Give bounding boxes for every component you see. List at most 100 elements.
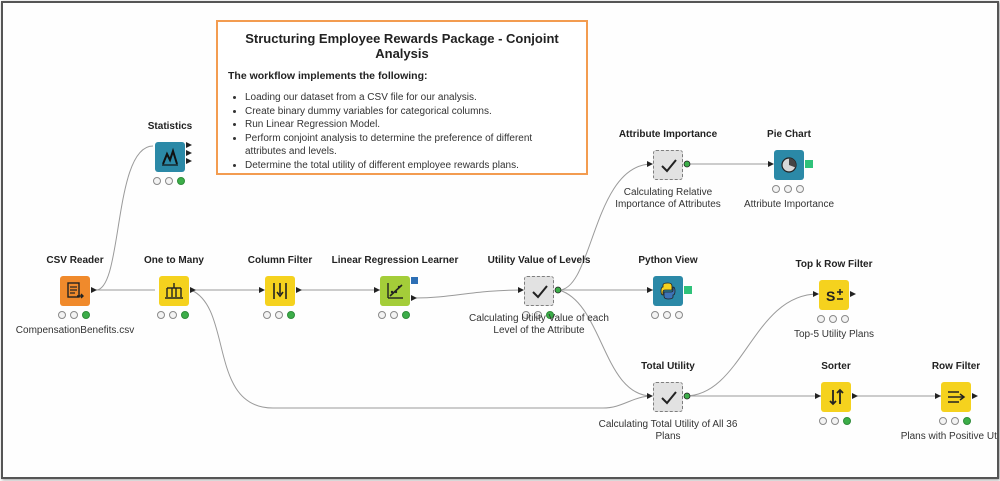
node-body[interactable] bbox=[524, 276, 554, 306]
ports[interactable] bbox=[469, 255, 609, 315]
node-statistics[interactable]: Statistics bbox=[100, 121, 240, 233]
row-filter-icon bbox=[948, 391, 966, 403]
node-label: Calculating Utility Value of each Level … bbox=[469, 313, 609, 336]
node-one-to-many[interactable]: One to Many bbox=[104, 255, 244, 367]
node-body[interactable] bbox=[159, 276, 189, 306]
pie-chart-icon bbox=[781, 157, 797, 173]
node-title: Total Utility bbox=[641, 361, 695, 372]
ports[interactable] bbox=[210, 255, 350, 315]
node-body[interactable] bbox=[155, 142, 185, 172]
node-sorter[interactable]: Sorter bbox=[766, 361, 906, 473]
node-body[interactable] bbox=[653, 150, 683, 180]
connection-utility-value-to-total-utility bbox=[558, 289, 653, 397]
node-title: CSV Reader bbox=[46, 255, 104, 266]
node-label: Top-5 Utility Plans bbox=[793, 329, 875, 340]
node-status bbox=[651, 311, 685, 321]
node-title: Sorter bbox=[821, 361, 851, 372]
node-title: Python View bbox=[638, 255, 698, 266]
connection-csv-to-statistics bbox=[95, 145, 154, 291]
node-title: Attribute Importance bbox=[618, 129, 718, 140]
ports[interactable] bbox=[719, 129, 859, 189]
node-status bbox=[817, 315, 851, 325]
node-label: Calculating Total Utility of All 36 Plan… bbox=[598, 419, 738, 442]
annotation-bullet-list: Loading our dataset from a CSV file for … bbox=[228, 91, 576, 173]
checkmark-icon bbox=[661, 391, 677, 405]
connection-total-utility-to-top-k bbox=[684, 293, 819, 397]
annotation-bullet: Perform conjoint analysis to determine t… bbox=[245, 132, 576, 159]
node-title: Column Filter bbox=[247, 255, 313, 266]
annotation-subtitle: The workflow implements the following: bbox=[228, 70, 428, 82]
node-status bbox=[378, 311, 412, 321]
workflow-annotation[interactable]: Structuring Employee Rewards Package - C… bbox=[216, 20, 588, 175]
node-status bbox=[153, 177, 187, 187]
node-column-filter[interactable]: Column Filter bbox=[210, 255, 350, 367]
node-body[interactable] bbox=[941, 382, 971, 412]
node-status bbox=[522, 311, 556, 321]
node-row-filter[interactable]: Row Filter Plans with Positive Utility bbox=[886, 361, 999, 473]
node-pie-chart[interactable]: Pie Chart Attribute Importance bbox=[719, 129, 859, 241]
ports[interactable] bbox=[598, 129, 738, 189]
svg-text:S: S bbox=[826, 288, 835, 304]
node-body[interactable] bbox=[653, 382, 683, 412]
node-title: Top k Row Filter bbox=[795, 259, 873, 270]
node-body[interactable] bbox=[380, 276, 410, 306]
annotation-title: Structuring Employee Rewards Package - C… bbox=[245, 31, 559, 61]
csv-reader-icon bbox=[67, 282, 84, 299]
node-body[interactable] bbox=[774, 150, 804, 180]
connection-one-to-many-to-total-utility bbox=[190, 289, 653, 409]
node-title: One to Many bbox=[143, 255, 204, 266]
node-status bbox=[58, 311, 92, 321]
column-filter-icon bbox=[273, 283, 287, 299]
node-title: Linear Regression Learner bbox=[331, 255, 459, 266]
node-python-view[interactable]: Python View bbox=[598, 255, 738, 367]
node-csv-reader[interactable]: CSV Reader CompensationBenefits.csv bbox=[5, 255, 145, 367]
annotation-bullet: Run Linear Regression Model. bbox=[245, 118, 576, 132]
statistics-icon bbox=[162, 147, 178, 166]
checkmark-icon bbox=[532, 285, 548, 299]
ports[interactable] bbox=[598, 361, 738, 421]
connection-utility-value-to-attribute-importance bbox=[558, 163, 653, 291]
output-port[interactable] bbox=[104, 255, 244, 315]
node-linear-regression-learner[interactable]: Linear Regression Learner bbox=[325, 255, 465, 367]
top-k-icon: S bbox=[826, 288, 843, 304]
node-body[interactable] bbox=[60, 276, 90, 306]
ports[interactable] bbox=[766, 361, 906, 421]
node-attribute-importance[interactable]: Attribute Importance Calculating Relativ… bbox=[598, 129, 738, 241]
node-status bbox=[772, 185, 806, 195]
ports[interactable] bbox=[325, 255, 465, 315]
sorter-icon bbox=[829, 388, 844, 406]
ports[interactable] bbox=[886, 361, 999, 421]
node-status bbox=[157, 311, 191, 321]
node-body[interactable] bbox=[653, 276, 683, 306]
annotation-bullet: Determine the total utility of different… bbox=[245, 159, 576, 173]
ports[interactable] bbox=[598, 255, 738, 315]
python-icon bbox=[660, 282, 676, 300]
connection-regression-to-utility-value bbox=[414, 289, 524, 299]
node-status bbox=[939, 417, 973, 427]
connections-layer bbox=[95, 145, 941, 409]
annotation-bullet: Loading our dataset from a CSV file for … bbox=[245, 91, 576, 105]
annotation-bullet: Create binary dummy variables for catego… bbox=[245, 105, 576, 119]
node-label: Calculating Relative Importance of Attri… bbox=[615, 187, 721, 210]
node-status bbox=[819, 417, 853, 427]
output-ports[interactable] bbox=[100, 121, 240, 181]
node-label: Plans with Positive Utility bbox=[900, 431, 999, 442]
node-title: Utility Value of Levels bbox=[487, 255, 591, 266]
node-title: Pie Chart bbox=[767, 129, 811, 140]
node-body[interactable] bbox=[821, 382, 851, 412]
one-to-many-icon bbox=[165, 283, 183, 299]
node-body[interactable]: S bbox=[819, 280, 849, 310]
output-port[interactable] bbox=[5, 255, 145, 315]
regression-icon bbox=[387, 283, 403, 299]
node-total-utility[interactable]: Total Utility Calculating Total Utility … bbox=[598, 361, 738, 473]
node-title: Row Filter bbox=[931, 361, 981, 372]
node-label: Attribute Importance bbox=[743, 199, 835, 210]
node-utility-value-of-levels[interactable]: Utility Value of Levels Calculating Util… bbox=[469, 255, 609, 367]
ports[interactable] bbox=[764, 259, 904, 319]
node-status bbox=[263, 311, 297, 321]
checkmark-icon bbox=[661, 159, 677, 173]
node-label: CompensationBenefits.csv bbox=[15, 325, 135, 336]
node-body[interactable] bbox=[265, 276, 295, 306]
node-top-k-row-filter[interactable]: Top k Row Filter S Top-5 Utility Plans bbox=[764, 259, 904, 371]
